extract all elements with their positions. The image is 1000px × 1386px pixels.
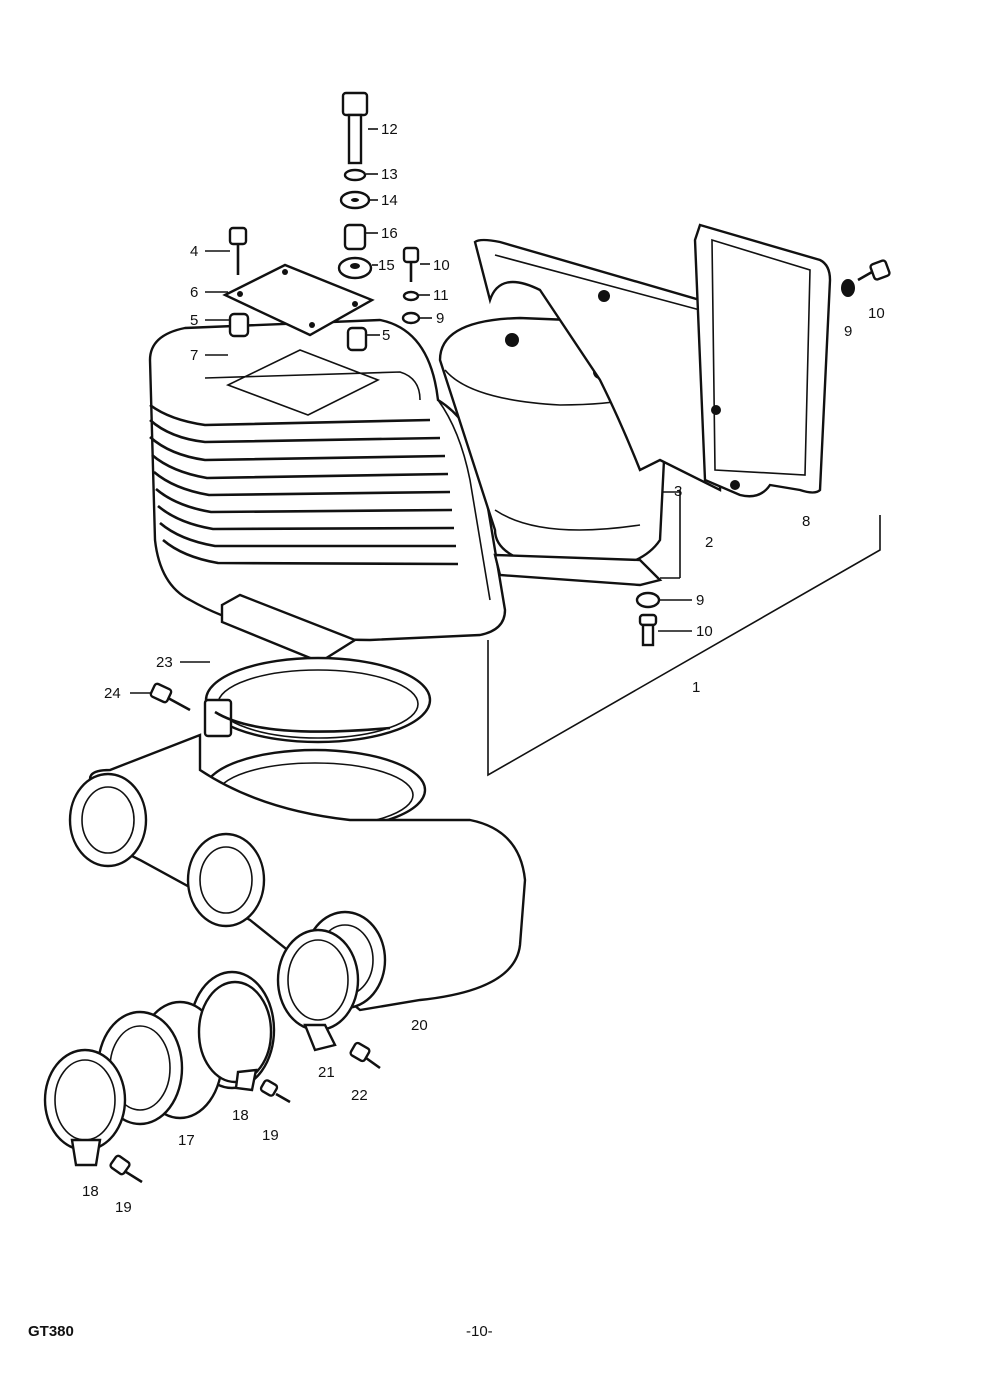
callout-11: 11 [433, 287, 449, 304]
bolt-10-lower [638, 613, 658, 647]
hose-clamp-21 [276, 928, 360, 1052]
callout-5-left: 5 [190, 312, 198, 329]
callout-12: 12 [381, 121, 398, 138]
model-code: GT380 [28, 1323, 74, 1340]
spacer-collar-left [228, 312, 250, 338]
grommet-15 [337, 256, 373, 280]
callout-20: 20 [411, 1017, 428, 1034]
callout-5-right: 5 [382, 327, 390, 344]
screw-4 [228, 226, 248, 275]
hose-clamp-18-right [197, 980, 273, 1092]
collar-16 [343, 223, 367, 251]
callout-10-top: 10 [433, 257, 450, 274]
callout-19-left: 19 [115, 1199, 132, 1216]
bolt-10-right [857, 259, 891, 282]
callout-labels: 12 13 14 16 15 10 11 9 4 6 5 7 5 9 10 8 … [82, 121, 885, 1216]
clamp-band-23 [203, 656, 432, 744]
screw-22 [349, 1041, 381, 1070]
washer-14 [339, 190, 371, 210]
callout-16: 16 [381, 225, 398, 242]
callout-3: 3 [674, 483, 682, 500]
callout-15: 15 [378, 257, 395, 274]
screw-19-left [109, 1154, 143, 1184]
bolt-12 [341, 91, 369, 165]
top-cover-plate [222, 263, 380, 416]
callout-22: 22 [351, 1087, 368, 1104]
gasket-8 [693, 223, 832, 498]
washer-13 [343, 168, 367, 182]
callout-9-top: 9 [436, 310, 444, 327]
callout-23: 23 [156, 654, 173, 671]
callout-9-lower: 9 [696, 592, 704, 609]
cap-fins [149, 403, 459, 566]
callout-2: 2 [705, 534, 713, 551]
spacer-collar-right [346, 326, 368, 352]
leader-lines [130, 128, 692, 694]
callout-7: 7 [190, 347, 198, 364]
callout-10-lower: 10 [696, 623, 713, 640]
intake-manifold-20 [68, 733, 527, 1012]
callout-13: 13 [381, 166, 398, 183]
screw-24 [149, 682, 191, 712]
hose-clamp-18-left [43, 1048, 127, 1167]
callout-18-left: 18 [82, 1183, 99, 1200]
callout-1: 1 [692, 679, 700, 696]
air-cleaner-frame [473, 238, 738, 492]
callout-14: 14 [381, 192, 398, 209]
washer-9-lower [635, 591, 661, 609]
air-cleaner-cap [148, 318, 507, 664]
callout-24: 24 [104, 685, 121, 702]
callout-4: 4 [190, 243, 198, 260]
page-number: -10- [466, 1323, 493, 1340]
callout-17: 17 [178, 1132, 195, 1149]
callout-18-right: 18 [232, 1107, 249, 1124]
callout-19-right: 19 [262, 1127, 279, 1144]
nut-9-right [841, 279, 855, 297]
callout-6: 6 [190, 284, 198, 301]
bolt-10-top [402, 246, 420, 282]
callout-21: 21 [318, 1064, 335, 1081]
callout-10-right: 10 [868, 305, 885, 322]
nut-9-top [401, 311, 421, 325]
callout-8: 8 [802, 513, 810, 530]
callout-9-right: 9 [844, 323, 852, 340]
washer-11 [402, 290, 420, 302]
screw-19-right [259, 1079, 291, 1104]
